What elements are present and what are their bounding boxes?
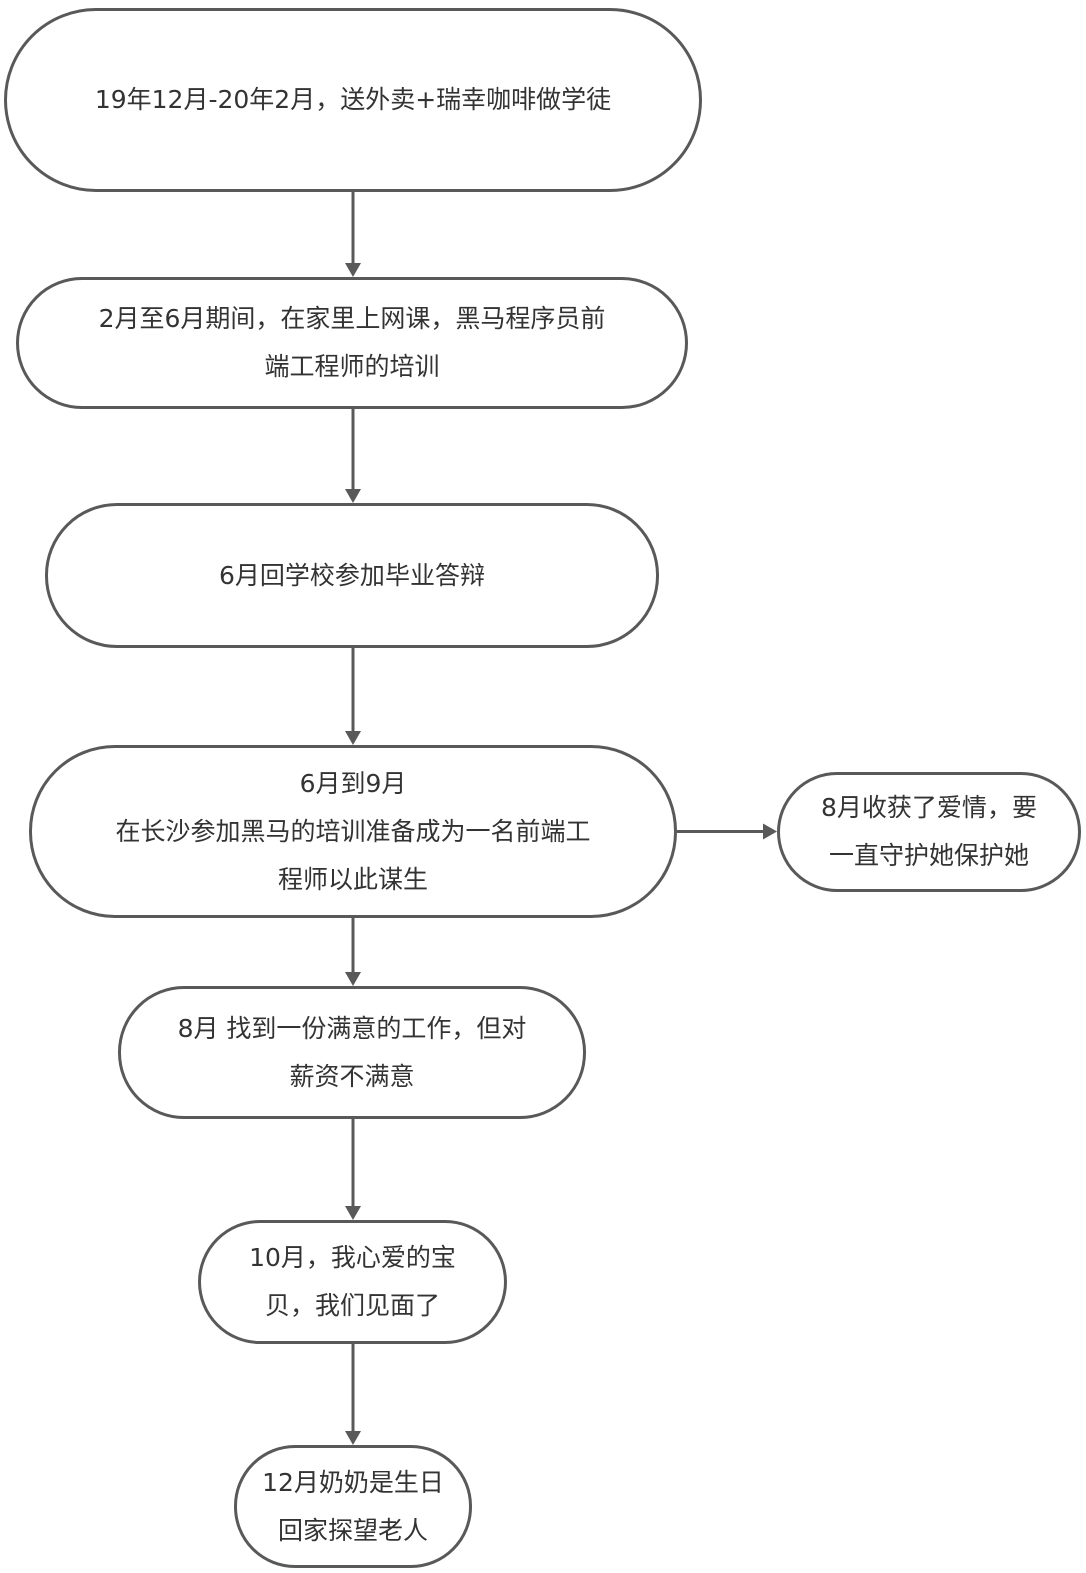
node-label: 6月到9月 在长沙参加黑马的培训准备成为一名前端工 程师以此谋生 bbox=[115, 768, 591, 894]
edge-group bbox=[345, 192, 777, 1445]
node-label: 10月，我心爱的宝 贝，我们见面了 bbox=[249, 1243, 456, 1320]
node-label: 8月 找到一份满意的工作，但对 薪资不满意 bbox=[177, 1013, 527, 1091]
node-online-course-training: 2月至6月期间，在家里上网课，黑马程序员前 端工程师的培训 bbox=[16, 277, 688, 409]
arrow-head-icon bbox=[345, 731, 361, 745]
arrow-head-icon bbox=[763, 823, 777, 840]
node-label: 2月至6月期间，在家里上网课，黑马程序员前 端工程师的培训 bbox=[98, 304, 606, 381]
node-graduation-defense: 6月回学校参加毕业答辩 bbox=[45, 503, 659, 648]
node-delivery-and-coffee-apprentice: 19年12月-20年2月，送外卖+瑞幸咖啡做学徒 bbox=[4, 8, 702, 192]
node-label: 6月回学校参加毕业答辩 bbox=[219, 560, 485, 590]
node-label: 12月奶奶是生日 回家探望老人 bbox=[262, 1467, 444, 1545]
node-changsha-training: 6月到9月 在长沙参加黑马的培训准备成为一名前端工 程师以此谋生 bbox=[29, 745, 677, 918]
node-label: 19年12月-20年2月，送外卖+瑞幸咖啡做学徒 bbox=[94, 85, 612, 114]
node-found-love: 8月收获了爱情，要 一直守护她保护她 bbox=[777, 772, 1081, 892]
arrow-head-icon bbox=[345, 263, 361, 277]
node-visit-grandma: 12月奶奶是生日 回家探望老人 bbox=[234, 1445, 472, 1568]
node-met-baby: 10月，我心爱的宝 贝，我们见面了 bbox=[198, 1220, 507, 1344]
arrow-head-icon bbox=[345, 1206, 361, 1220]
arrow-head-icon bbox=[345, 972, 361, 986]
node-label: 8月收获了爱情，要 一直守护她保护她 bbox=[821, 793, 1037, 870]
arrow-head-icon bbox=[345, 1431, 361, 1445]
arrow-head-icon bbox=[345, 489, 361, 503]
node-found-job: 8月 找到一份满意的工作，但对 薪资不满意 bbox=[118, 986, 586, 1119]
